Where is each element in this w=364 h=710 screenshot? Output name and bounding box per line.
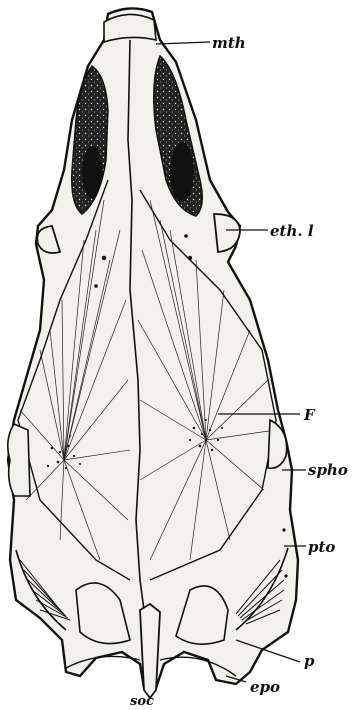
left-orbit-core [82,146,102,198]
right-orbit-core [170,142,194,202]
label-soc: soc [130,694,154,709]
snout-tip [104,14,156,42]
left-sphenotic [8,424,30,496]
leader-mth [156,42,210,44]
right-sphenotic [268,420,287,468]
label-F: F [303,406,316,424]
label-spho: spho [308,461,348,479]
label-p: p [304,652,315,670]
label-mth: mth [212,34,246,52]
label-pto: pto [308,538,335,556]
label-epo: epo [250,678,280,696]
skull-outline [8,8,298,696]
supraoccipital-crest [140,604,160,698]
label-eth-l: eth. l [270,222,314,240]
